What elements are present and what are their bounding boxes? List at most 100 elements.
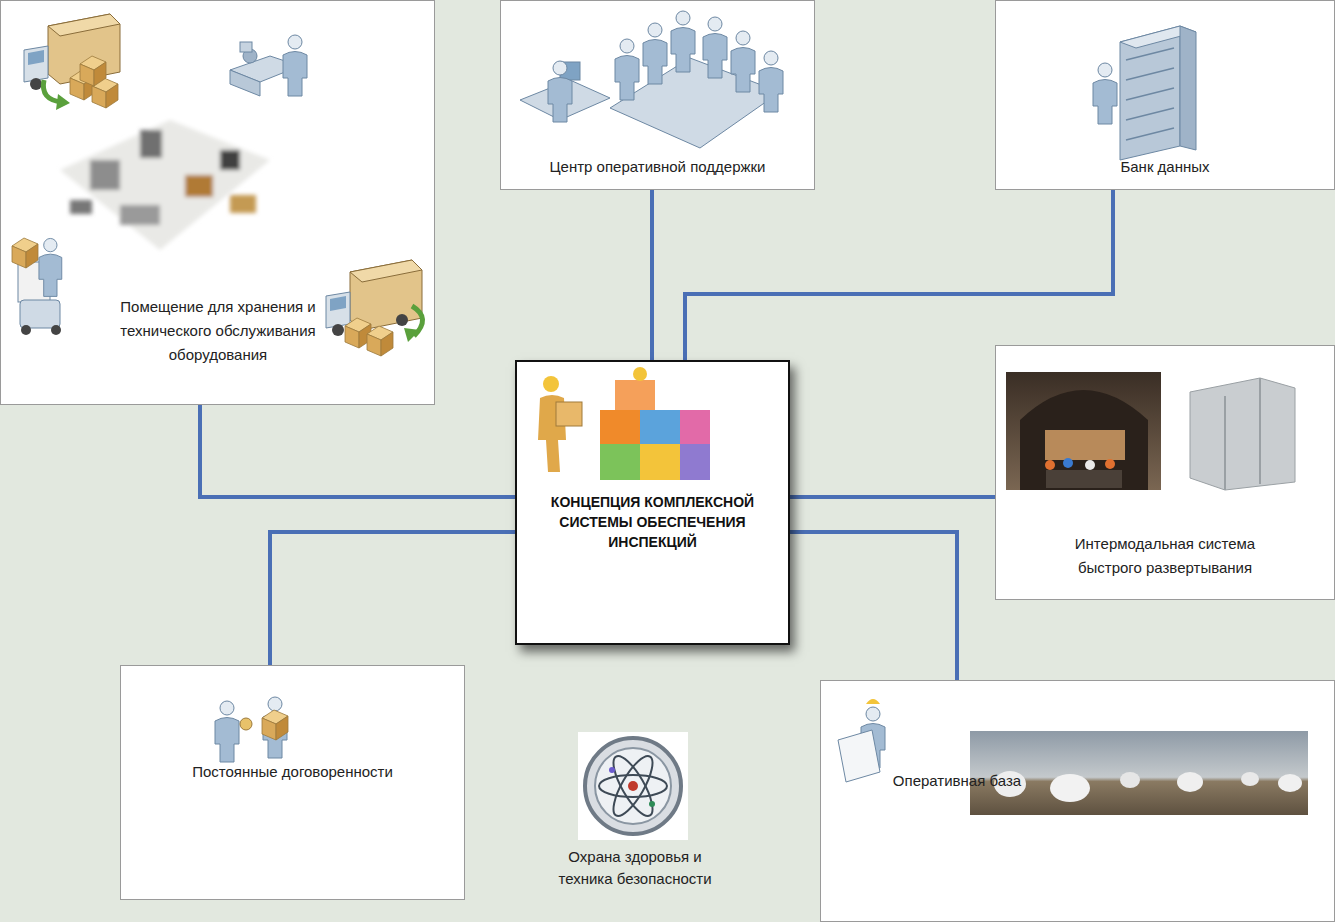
illustration-shape [615, 39, 639, 100]
illustration-shape [230, 70, 260, 96]
illustration-shape [262, 710, 288, 740]
illustration-shape [599, 775, 667, 797]
central-concept-box: КОНЦЕПЦИЯ КОМПЛЕКСНОЙ СИСТЕМЫ ОБЕСПЕЧЕНИ… [515, 360, 790, 645]
illustration-shape [560, 62, 580, 80]
illustration-shape [600, 410, 640, 444]
illustration-shape [345, 318, 371, 348]
support-center-illustration [520, 11, 783, 148]
illustration-shape [70, 200, 92, 214]
connector-line [685, 190, 1113, 360]
illustration-shape [615, 380, 655, 410]
component-box: Интермодальная система быстрого разверты… [995, 345, 1335, 600]
illustration-shape [12, 238, 38, 268]
illustration-shape [92, 78, 118, 108]
operations-base-illustration [838, 699, 1308, 815]
illustration-shape [1120, 26, 1180, 160]
component-box: Банк данных [995, 0, 1335, 190]
illustration-shape [1006, 372, 1161, 490]
illustration-shape [606, 751, 659, 821]
component-box: Постоянные договоренности [120, 665, 465, 900]
concept-illustration [538, 367, 710, 480]
illustration-shape [1177, 772, 1203, 792]
illustration-shape [595, 748, 671, 824]
illustration-shape [185, 175, 213, 197]
illustration-shape [1225, 378, 1260, 490]
illustration-shape [220, 150, 240, 170]
box-label: Интермодальная система быстрого разверты… [1051, 532, 1279, 580]
illustration-shape [367, 326, 393, 356]
illustration-shape [70, 70, 96, 100]
illustration-shape [120, 205, 160, 225]
illustration-shape [680, 444, 710, 480]
illustration-shape [1045, 460, 1055, 470]
illustration-shape [1020, 390, 1148, 490]
component-box: Центр оперативной поддержки [500, 0, 815, 190]
illustration-shape [1241, 772, 1259, 786]
illustration-shape [703, 17, 727, 78]
illustration-shape [538, 395, 566, 472]
illustration-shape [1050, 774, 1090, 802]
illustration-shape [283, 35, 307, 96]
illustration-shape [556, 402, 582, 426]
illustration-shape [838, 730, 880, 782]
illustration-shape [520, 80, 610, 120]
illustration-shape [326, 260, 422, 336]
illustration-shape [1046, 470, 1122, 488]
illustration-shape [43, 80, 62, 102]
connector-line [790, 532, 957, 680]
illustration-shape [60, 120, 270, 250]
illustration-shape [240, 718, 252, 730]
component-box: Оперативная база [820, 680, 1335, 922]
illustration-shape [543, 376, 559, 392]
illustration-shape [628, 781, 638, 791]
illustration-shape [1120, 26, 1196, 48]
illustration-shape [21, 325, 31, 335]
illustration-shape [643, 23, 667, 84]
box-label: Банк данных [1006, 155, 1324, 179]
illustration-shape [600, 444, 640, 480]
illustration-shape [56, 94, 70, 110]
illustration-shape [1180, 26, 1196, 150]
box-label: Постоянные договоренности [131, 760, 454, 784]
illustration-shape [18, 262, 50, 302]
agreements-illustration [215, 697, 288, 762]
illustration-shape [606, 751, 659, 821]
illustration-shape [585, 738, 681, 834]
intermodal-illustration [1006, 372, 1307, 490]
illustration-shape [640, 410, 680, 444]
databank-illustration [1093, 26, 1196, 160]
box-label: КОНЦЕПЦИЯ КОМПЛЕКСНОЙ СИСТЕМЫ ОБЕСПЕЧЕНИ… [541, 492, 764, 552]
illustration-shape [230, 195, 256, 213]
illustration-shape [640, 444, 680, 480]
illustration-shape [994, 771, 1026, 797]
box-label: Оперативная база [857, 769, 1057, 793]
illustration-shape [1105, 459, 1115, 469]
illustration-shape [1172, 372, 1307, 490]
illustration-shape [610, 58, 780, 148]
illustration-shape [51, 325, 61, 335]
connector-line [200, 405, 515, 497]
illustration-shape [609, 767, 615, 773]
illustration-shape [1063, 458, 1073, 468]
illustration-shape [759, 51, 783, 112]
illustration-shape [1278, 774, 1302, 792]
connector-line [270, 532, 515, 665]
connector-line [650, 190, 654, 360]
illustration-shape [1093, 63, 1117, 124]
illustration-shape [680, 410, 710, 444]
illustration-shape [263, 697, 287, 758]
illustration-shape [1045, 430, 1125, 460]
component-box: Помещение для хранения и технического об… [0, 0, 435, 405]
connector-line [790, 495, 995, 499]
illustration-shape [866, 699, 880, 704]
illustration-shape [90, 160, 120, 190]
illustration-shape [243, 49, 257, 63]
illustration-shape [578, 732, 688, 840]
storage-illustration [12, 14, 423, 356]
illustration-shape [140, 130, 162, 158]
illustration-shape [39, 238, 62, 296]
emblem-caption: Охрана здоровья и техника безопасности [540, 846, 730, 890]
illustration-shape [649, 801, 655, 807]
